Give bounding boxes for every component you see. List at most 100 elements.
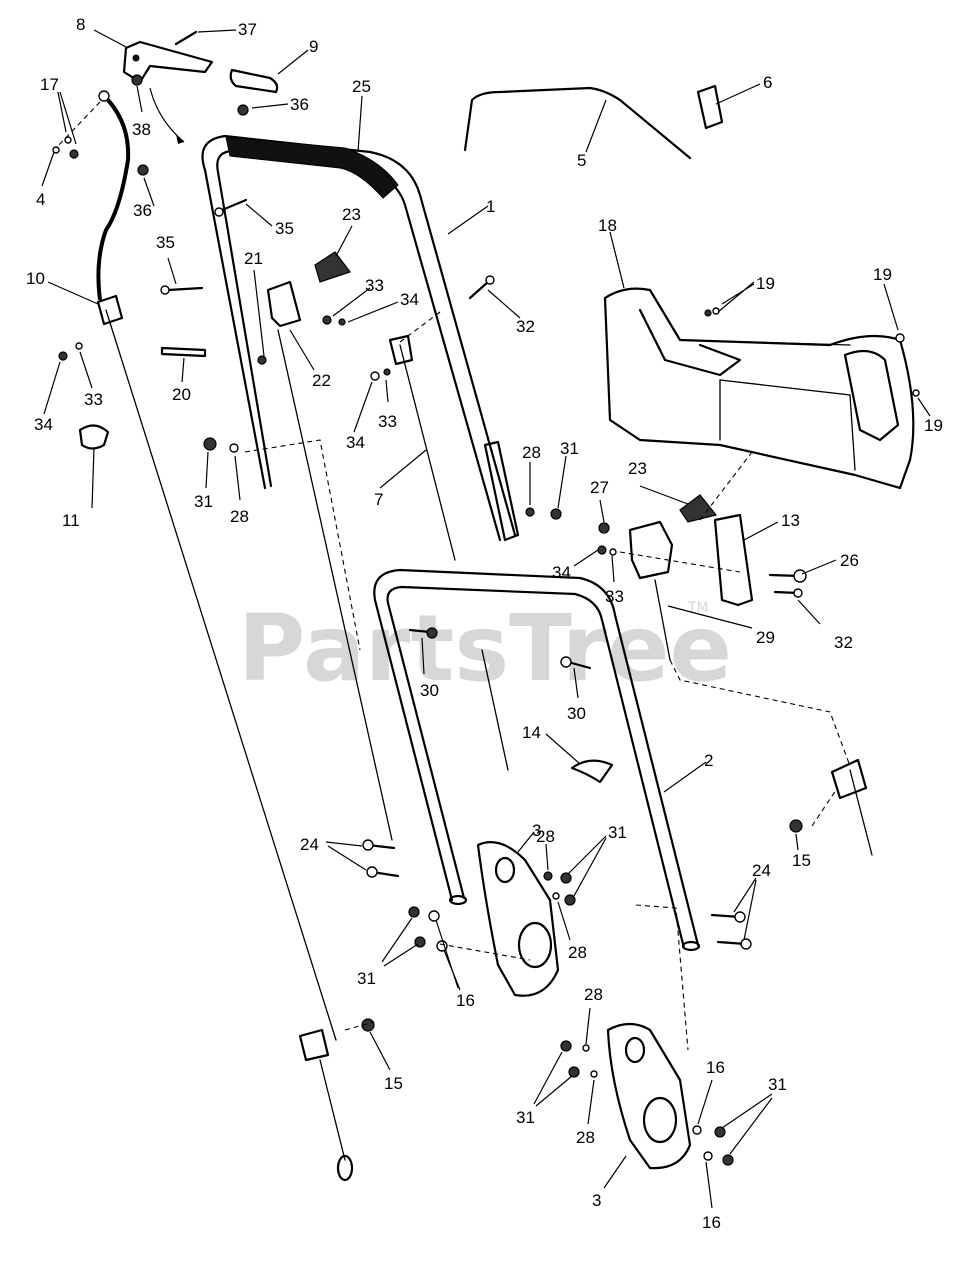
lower-handle	[373, 568, 701, 952]
callout-28-mid: 28	[536, 827, 555, 846]
handle-bracket-lower	[606, 1022, 692, 1170]
bracket-13	[713, 513, 754, 607]
callout-18: 18	[598, 216, 617, 235]
callout-31-left: 31	[194, 492, 213, 511]
rod-7	[399, 344, 456, 561]
callout-19-low: 19	[924, 416, 943, 435]
callout-31-bottom: 31	[516, 1108, 535, 1127]
watermark-text: PartsTree	[238, 595, 732, 702]
callout-34-left: 34	[34, 415, 53, 434]
control-cable-heavy	[96, 98, 131, 301]
control-lever	[122, 40, 279, 94]
callout-11: 11	[62, 511, 80, 530]
clip-11	[78, 424, 110, 450]
alignment-lines	[55, 101, 851, 1051]
callout-28-top: 28	[522, 443, 541, 462]
callout-34-right: 34	[552, 563, 571, 582]
cable-guide-right	[830, 758, 868, 800]
callout-30-left: 30	[420, 681, 439, 700]
callout-30-right: 30	[567, 704, 586, 723]
callout-7: 7	[374, 490, 383, 509]
callout-31-left-low: 31	[357, 969, 376, 988]
callout-20: 20	[172, 385, 191, 404]
knob-upper	[314, 251, 351, 283]
callout-16-left: 16	[456, 991, 475, 1010]
assembly-arrow	[149, 87, 185, 143]
upper-handle	[201, 134, 520, 542]
callout-2: 2	[704, 751, 713, 770]
knob-lower	[679, 494, 718, 523]
callout-31-mid: 31	[608, 823, 627, 842]
cable-clip	[96, 294, 124, 326]
callout-27: 27	[590, 478, 609, 497]
callout-31-top: 31	[560, 439, 579, 458]
bracket-7	[388, 334, 414, 366]
callout-24-left: 24	[300, 835, 319, 854]
callout-36: 36	[133, 201, 152, 220]
callout-23-right: 23	[628, 459, 647, 478]
callout-6: 6	[763, 73, 772, 92]
handle-grip	[225, 136, 399, 199]
callout-28-low: 28	[584, 985, 603, 1004]
callout-24-right: 24	[752, 861, 771, 880]
callout-15-left: 15	[384, 1074, 403, 1093]
callout-29: 29	[756, 628, 775, 647]
control-cable-rod	[105, 309, 337, 1041]
callout-26: 26	[840, 551, 859, 570]
callout-34-mid: 34	[346, 433, 365, 452]
callout-33-mid: 33	[378, 412, 397, 431]
rod-29	[654, 579, 671, 661]
bolts	[160, 30, 807, 1032]
callout-35: 35	[156, 233, 175, 252]
callout-31-right-low: 31	[768, 1075, 787, 1094]
rod-21	[277, 329, 393, 841]
callout-3-lower: 3	[592, 1191, 601, 1210]
console	[603, 287, 915, 490]
hardware	[52, 74, 920, 1166]
rod-right	[849, 769, 873, 856]
callout-28-left: 28	[230, 507, 249, 526]
arrow-head	[176, 134, 184, 144]
callout-23-top: 23	[342, 205, 361, 224]
callout-38: 38	[132, 120, 151, 139]
bracket-22	[266, 280, 302, 328]
callout-28-bottom: 28	[576, 1128, 595, 1147]
callout-10: 10	[26, 269, 45, 288]
callout-33-left: 33	[84, 390, 103, 409]
callout-32-top: 32	[516, 317, 535, 336]
callout-33-top: 33	[365, 276, 384, 295]
callout-14: 14	[522, 723, 541, 742]
callout-labels: 8 37 9 17 25 6 36 38 5 4 36 1 23 35 18 3…	[26, 15, 943, 1232]
callout-36-top: 36	[290, 95, 309, 114]
clip	[696, 84, 724, 130]
bracket-27	[628, 520, 674, 580]
callout-4: 4	[36, 190, 45, 209]
callout-9: 9	[309, 37, 318, 56]
callout-37: 37	[238, 20, 257, 39]
callout-34-top: 34	[400, 290, 419, 309]
callout-33-right: 33	[605, 587, 624, 606]
callout-13: 13	[781, 511, 800, 530]
cable-tie	[570, 759, 614, 784]
handle-bracket-upper	[476, 841, 560, 997]
callout-21: 21	[244, 249, 263, 268]
callout-8: 8	[76, 15, 85, 34]
callout-22: 22	[312, 371, 331, 390]
watermark: PartsTree TM	[238, 595, 732, 702]
cable-guide-lower	[298, 1028, 330, 1062]
wire-bail	[463, 86, 692, 160]
callout-25: 25	[352, 77, 371, 96]
callout-28-mid-low: 28	[568, 943, 587, 962]
callout-5: 5	[577, 151, 586, 170]
callout-3-upper: 3	[532, 821, 541, 840]
callout-15-right: 15	[792, 851, 811, 870]
callout-19-mid: 19	[756, 274, 775, 293]
callout-17: 17	[40, 75, 59, 94]
callout-19-right: 19	[873, 265, 892, 284]
callout-35-top: 35	[275, 219, 294, 238]
rod-center	[481, 649, 509, 771]
callout-16-right: 16	[706, 1058, 725, 1077]
bolt-20	[160, 346, 207, 358]
